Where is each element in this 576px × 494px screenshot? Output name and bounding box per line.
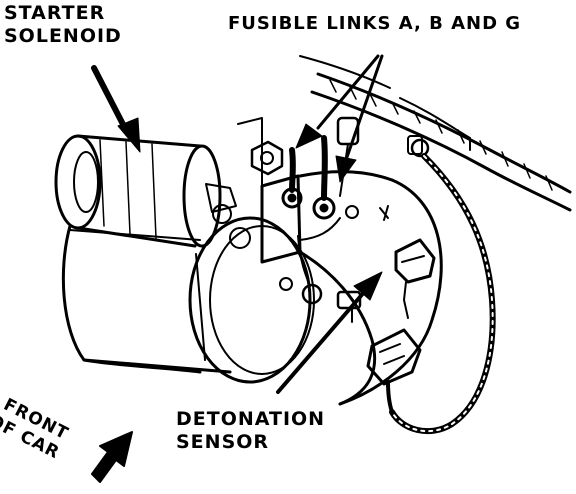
front-of-car-arrow-icon — [91, 431, 133, 483]
starter-solenoid-label-line-1: STARTER — [4, 2, 106, 24]
starter-solenoid-label: STARTER SOLENOID — [4, 2, 122, 48]
detonation-sensor-label: DETONATION SENSOR — [176, 408, 325, 454]
fusible-arrowhead-right — [335, 155, 357, 183]
fusible-arrowhead-left — [295, 123, 323, 149]
fusible-arrow-right — [344, 54, 384, 162]
solenoid-arrow — [91, 65, 131, 137]
starter-solenoid-label-line-2: SOLENOID — [4, 25, 122, 47]
detonation-arrow — [276, 288, 368, 394]
mounting-bracket — [237, 117, 443, 406]
detonation-sensor-label-line-2: SENSOR — [176, 431, 270, 453]
starter-motor — [61, 216, 315, 384]
detonation-arrowhead — [353, 271, 383, 301]
fusible-link-terminals — [279, 116, 389, 305]
solenoid-arrowhead — [117, 117, 141, 153]
fusible-links-label: FUSIBLE LINKS A, B AND G — [228, 13, 522, 34]
sensor-lead — [366, 138, 496, 435]
callout-arrows — [91, 54, 384, 394]
wiring-harness — [299, 55, 572, 212]
fusible-arrow-left — [316, 54, 380, 130]
detonation-sensor — [336, 238, 436, 323]
detonation-sensor-label-line-1: DETONATION — [176, 408, 326, 430]
